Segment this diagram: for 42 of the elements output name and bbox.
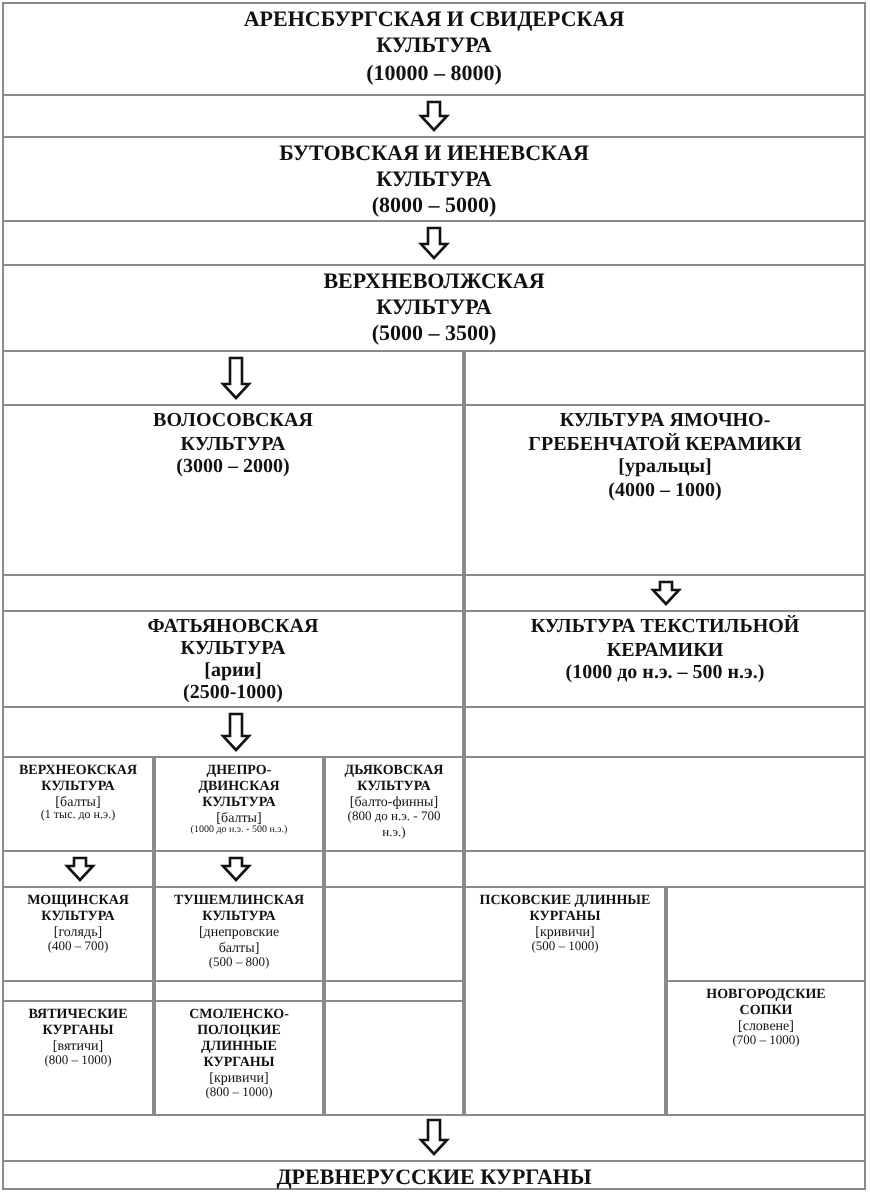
culture-cell [2, 1000, 154, 1116]
culture-cell [154, 886, 324, 982]
culture-title: КУЛЬТУРА ЯМОЧНО-ГРЕБЕНЧАТОЙ КЕРАМИКИ [526, 410, 804, 456]
culture-cell [464, 404, 866, 576]
culture-title: ВЕРХНЕВОЛЖСКАЯ КУЛЬТУРА [321, 270, 547, 323]
culture-title: БУТОВСКАЯ И ИЕНЕВСКАЯ КУЛЬТУРА [277, 142, 591, 195]
culture-cell [2, 2, 866, 96]
down-arrow [418, 100, 450, 132]
down-arrow [418, 1118, 450, 1156]
culture-cell [2, 404, 464, 576]
culture-cell [2, 1160, 866, 1190]
down-arrow [650, 580, 682, 606]
culture-detail: (10000 – 8000) [366, 61, 502, 89]
culture-cell [2, 264, 866, 352]
culture-cell [464, 886, 666, 1116]
down-arrow [220, 712, 252, 752]
culture-title: ВОЛОСОВСКАЯ КУЛЬТУРА [151, 410, 315, 456]
down-arrow [220, 856, 252, 882]
culture-cell [324, 756, 464, 852]
culture-cell [154, 756, 324, 852]
culture-detail: (4000 – 1000) [608, 479, 722, 502]
culture-detail: (3000 – 2000) [176, 456, 290, 479]
culture-cell [2, 610, 464, 708]
culture-cell [2, 136, 866, 222]
culture-detail: (8000 – 5000) [371, 194, 497, 222]
culture-detail: (5000 – 3500) [371, 322, 497, 350]
culture-cell [464, 610, 866, 708]
down-arrow [220, 356, 252, 400]
culture-detail: (1000 до н.э. – 500 н.э.) [565, 662, 765, 685]
culture-title: КУЛЬТУРА ТЕКСТИЛЬНОЙ КЕРАМИКИ [528, 616, 802, 662]
culture-title: ФАТЬЯНОВСКАЯ КУЛЬТУРА [145, 616, 321, 660]
culture-cell [2, 756, 154, 852]
culture-cell [2, 886, 154, 982]
culture-detail: [уральцы] [618, 456, 712, 479]
culture-title: ДРЕВНЕРУССКИЕ КУРГАНЫ [276, 1166, 592, 1191]
down-arrow [418, 226, 450, 260]
down-arrow [64, 856, 96, 882]
culture-cell [154, 1000, 324, 1116]
culture-detail: (2500-1000) [183, 682, 283, 704]
culture-cell [666, 980, 866, 1116]
culture-title: АРЕНСБУРГСКАЯ И СВИДЕРСКАЯ КУЛЬТУРА [241, 8, 627, 62]
culture-detail: [арии] [204, 660, 262, 682]
